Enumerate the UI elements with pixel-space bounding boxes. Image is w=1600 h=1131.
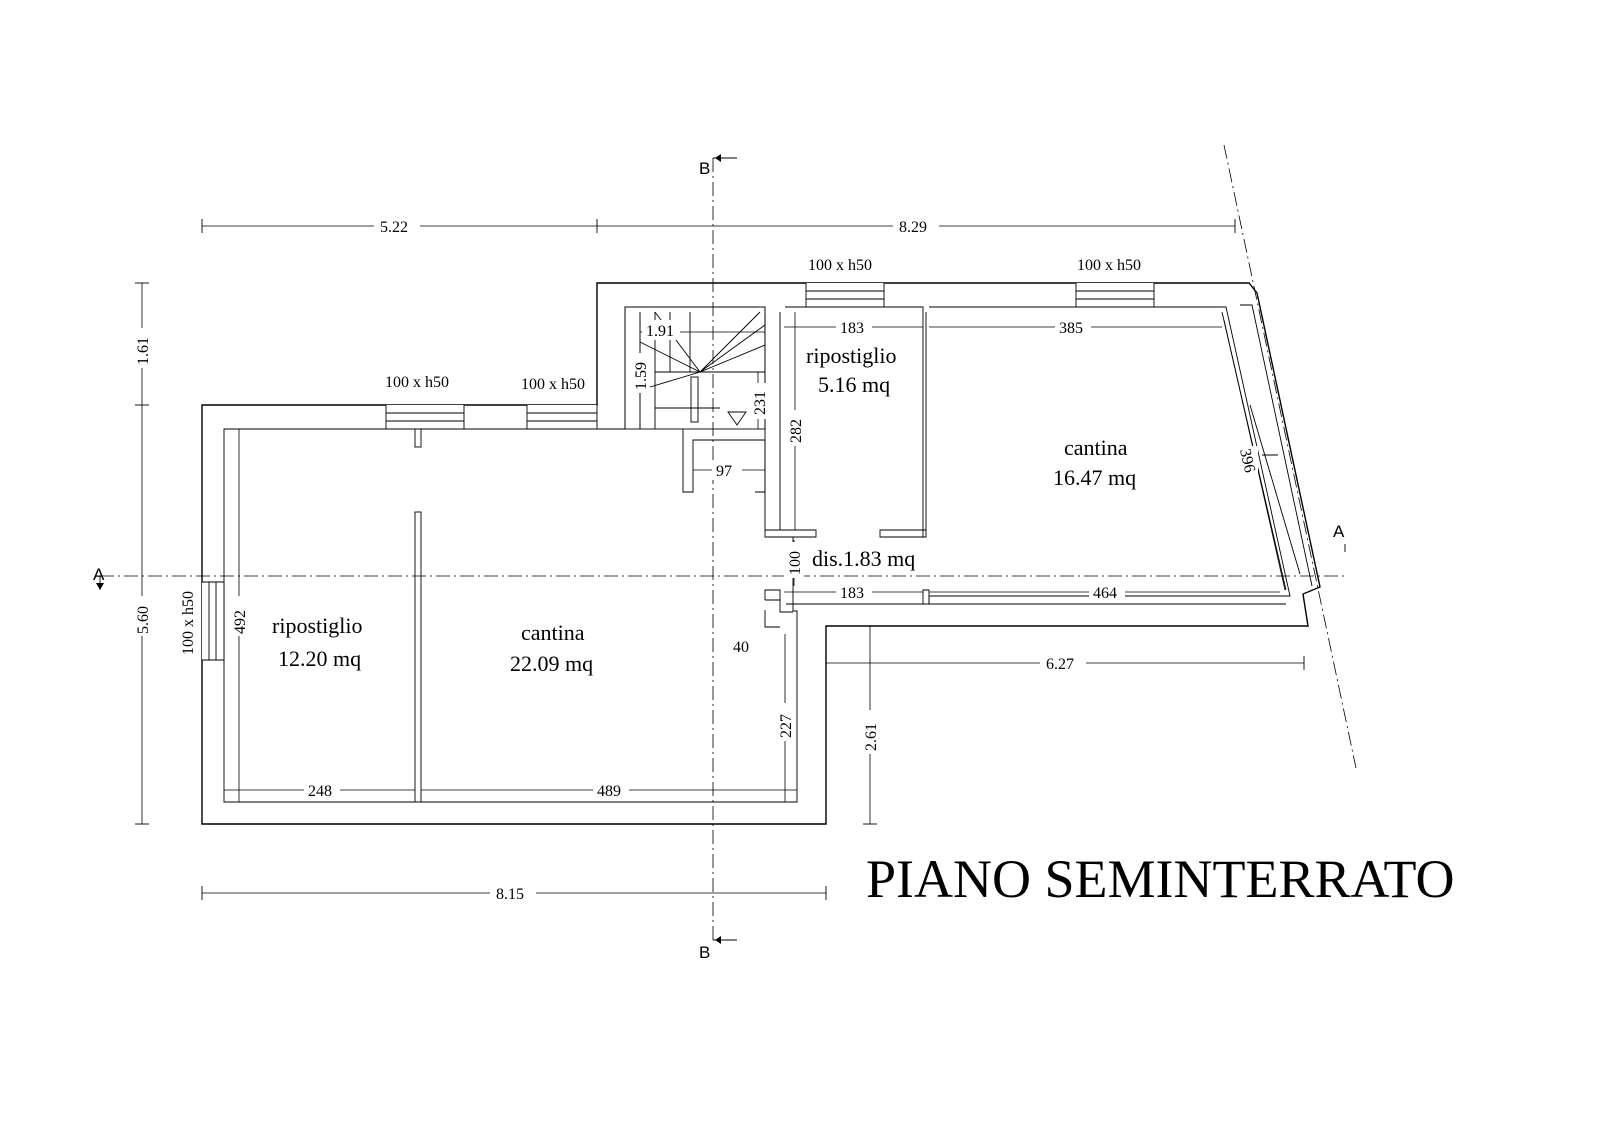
room-name-ripostiglio-big: ripostiglio <box>272 613 362 638</box>
dim-corridor-bottom: 183 <box>840 585 864 602</box>
dim-left-lower: 5.60 <box>135 606 152 634</box>
dim-right-horizontal: 6.27 <box>1046 656 1074 673</box>
dimension-top <box>201 219 1236 233</box>
window-2 <box>526 405 598 430</box>
room-area-cantina-big: 22.09 mq <box>510 651 593 676</box>
section-label-b-top: B <box>699 159 710 178</box>
section-marker-a-left: A <box>93 565 105 590</box>
inner-wall-outline <box>223 306 798 803</box>
dim-bottom: 8.15 <box>496 886 524 903</box>
window-4 <box>1075 283 1155 308</box>
window-5 <box>202 581 225 661</box>
dim-step: 40 <box>733 639 749 656</box>
plan-title: PIANO SEMINTERRATO <box>866 849 1455 909</box>
dim-corridor-side: 100 <box>787 551 804 575</box>
dim-stair-width: 1.91 <box>646 323 674 340</box>
section-label-a-right: A <box>1333 522 1345 541</box>
outer-wall-outline <box>201 282 1321 825</box>
window-label-4: 100 x h50 <box>1077 257 1141 274</box>
dim-left-upper: 1.61 <box>135 337 152 365</box>
dim-stair-height: 1.59 <box>633 362 650 390</box>
corridor-walls <box>764 529 930 628</box>
dim-right-lower: 2.61 <box>863 723 880 751</box>
section-label-a-left: A <box>93 565 105 584</box>
dim-rip-big-bottom: 248 <box>308 783 332 800</box>
window-label-1: 100 x h50 <box>385 374 449 391</box>
room-area-ripostiglio-small: 5.16 mq <box>818 372 890 397</box>
dim-stair-side: 231 <box>752 391 769 415</box>
dim-cantina-big-side: 227 <box>778 714 795 738</box>
section-marker-a-right: A <box>1333 522 1346 552</box>
dim-rip-small-side: 282 <box>788 419 805 443</box>
dim-top-left: 5.22 <box>380 219 408 236</box>
inner-wall-right-rooms-outer <box>779 311 1287 605</box>
dim-cantina-big-bottom: 489 <box>597 783 621 800</box>
room-name-cantina-small: cantina <box>1064 435 1128 460</box>
partition-wall <box>414 511 422 803</box>
section-marker-b-bottom: B <box>699 936 737 962</box>
dim-top-right: 8.29 <box>899 219 927 236</box>
window-label-2: 100 x h50 <box>521 376 585 393</box>
dim-cantina-small-bottom: 464 <box>1093 585 1117 602</box>
property-boundary <box>1223 144 1357 769</box>
window-label-3: 100 x h50 <box>808 257 872 274</box>
dim-cantina-small-top: 385 <box>1059 320 1083 337</box>
room-name-ripostiglio-small: ripostiglio <box>806 343 896 368</box>
sloped-wall-outer <box>1240 304 1313 587</box>
dimension-left <box>135 282 149 825</box>
room-area-cantina-small: 16.47 mq <box>1053 465 1136 490</box>
interior-dimensions <box>224 312 1286 802</box>
window-label-5: 100 x h50 <box>180 591 197 655</box>
dim-rip-big-side: 492 <box>232 610 249 634</box>
dim-cantina-small-side: 396 <box>1236 447 1258 474</box>
room-name-cantina-big: cantina <box>521 620 585 645</box>
dim-rip-small-top: 183 <box>840 320 864 337</box>
staircase <box>624 306 766 493</box>
section-label-b-bottom: B <box>699 943 710 962</box>
window-3 <box>805 283 885 308</box>
dim-stair-bottom: 97 <box>716 463 732 480</box>
section-marker-b-top: B <box>699 154 737 178</box>
room-area-ripostiglio-big: 12.20 mq <box>278 646 361 671</box>
room-label-disimpegno: dis.1.83 mq <box>812 546 915 571</box>
window-1 <box>385 405 465 430</box>
